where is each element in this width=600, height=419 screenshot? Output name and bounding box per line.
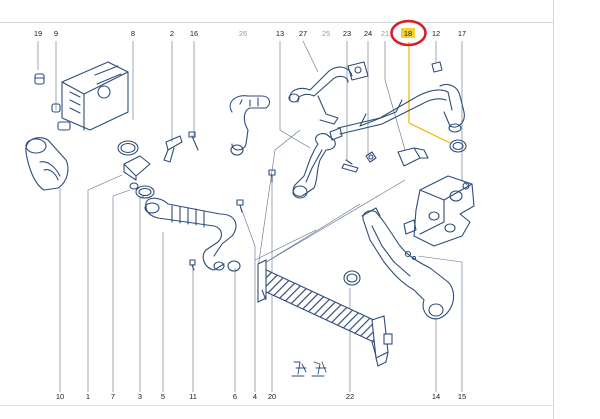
callout-12[interactable]: 12 — [432, 29, 440, 38]
part-15-outlet-hose-icon[interactable] — [361, 207, 455, 320]
toolbar-strip — [0, 0, 553, 23]
part-intercooler-icon[interactable] — [257, 259, 393, 367]
callout-22[interactable]: 22 — [346, 392, 354, 401]
part-22-clamp-icon[interactable] — [343, 270, 361, 286]
part-25-bracket-icon[interactable] — [347, 61, 369, 81]
callout-21[interactable]: 21 — [381, 29, 389, 38]
callout-5[interactable]: 5 — [161, 392, 165, 401]
viewer-right-border — [553, 0, 554, 419]
highlight-leader-18 — [408, 42, 451, 144]
callout-27[interactable]: 27 — [299, 29, 307, 38]
callout-25[interactable]: 25 — [322, 29, 330, 38]
part-8-clamp-icon[interactable] — [117, 140, 139, 156]
callout-13[interactable]: 13 — [276, 29, 284, 38]
callout-11[interactable]: 11 — [189, 392, 197, 401]
callout-labels-top: 19 9 8 2 16 26 13 27 25 23 24 21 18 12 1… — [34, 29, 466, 38]
part-sensor-icon[interactable] — [397, 147, 429, 167]
callout-7[interactable]: 7 — [111, 392, 115, 401]
part-1-sensor-icon[interactable] — [123, 155, 151, 181]
part-3-hose-clamp-icon[interactable] — [135, 185, 155, 199]
part-19-cap-icon[interactable] — [34, 73, 45, 85]
part-17-hose-icon[interactable] — [439, 83, 465, 133]
callout-15[interactable]: 15 — [458, 392, 466, 401]
part-27-pipe-icon[interactable] — [288, 66, 353, 125]
part-24-nut-icon[interactable] — [365, 151, 377, 163]
callout-17[interactable]: 17 — [458, 29, 466, 38]
intake-manifold-icon[interactable] — [403, 175, 475, 247]
callout-10[interactable]: 10 — [56, 392, 64, 401]
part-23-stud-icon[interactable] — [341, 159, 359, 173]
part-12-cap-icon[interactable] — [431, 61, 443, 73]
callout-4[interactable]: 4 — [253, 392, 257, 401]
callout-6[interactable]: 6 — [233, 392, 237, 401]
part-21-pipe-icon[interactable] — [329, 89, 449, 141]
callout-1[interactable]: 1 — [86, 392, 90, 401]
part-4-bolt-icon[interactable] — [236, 199, 244, 213]
callout-19[interactable]: 19 — [34, 29, 42, 38]
callout-3[interactable]: 3 — [138, 392, 142, 401]
callout-2[interactable]: 2 — [170, 29, 174, 38]
callout-18-highlighted[interactable]: 18 — [404, 29, 412, 38]
callout-14[interactable]: 14 — [432, 392, 440, 401]
callout-8[interactable]: 8 — [131, 29, 135, 38]
viewer-bottom-border — [0, 405, 553, 406]
part-26-hose-icon[interactable] — [229, 95, 271, 156]
callout-23[interactable]: 23 — [343, 29, 351, 38]
manufacturer-mark-icon — [291, 361, 327, 377]
part-18-clamp-icon[interactable] — [449, 139, 467, 153]
part-11-bolt-icon[interactable] — [189, 259, 196, 271]
part-2-pressure-sensor-icon[interactable] — [163, 135, 183, 163]
leader-lines — [37, 40, 469, 392]
callout-labels-bottom: 10 1 7 3 5 11 6 4 20 22 14 15 — [56, 392, 466, 401]
highlight-ring-18 — [390, 19, 427, 47]
callout-24[interactable]: 24 — [364, 29, 372, 38]
part-7-clip-icon[interactable] — [129, 182, 139, 190]
callout-9[interactable]: 9 — [54, 29, 58, 38]
part-9-air-filter-housing-icon[interactable] — [51, 61, 129, 131]
part-13-hose-icon[interactable] — [292, 133, 336, 199]
callout-26[interactable]: 26 — [239, 29, 247, 38]
part-10-intake-duct-icon[interactable] — [25, 137, 69, 191]
part-6-clamp-icon[interactable] — [227, 260, 241, 272]
part-20-bolt-icon[interactable] — [268, 169, 276, 183]
part-16-bolt-icon[interactable] — [188, 131, 199, 151]
callout-20[interactable]: 20 — [268, 392, 276, 401]
part-14-clamp-icon[interactable] — [428, 303, 444, 317]
callout-16[interactable]: 16 — [190, 29, 198, 38]
part-5-charge-air-pipe-icon[interactable] — [144, 197, 237, 271]
highlight-box-18 — [401, 28, 415, 38]
